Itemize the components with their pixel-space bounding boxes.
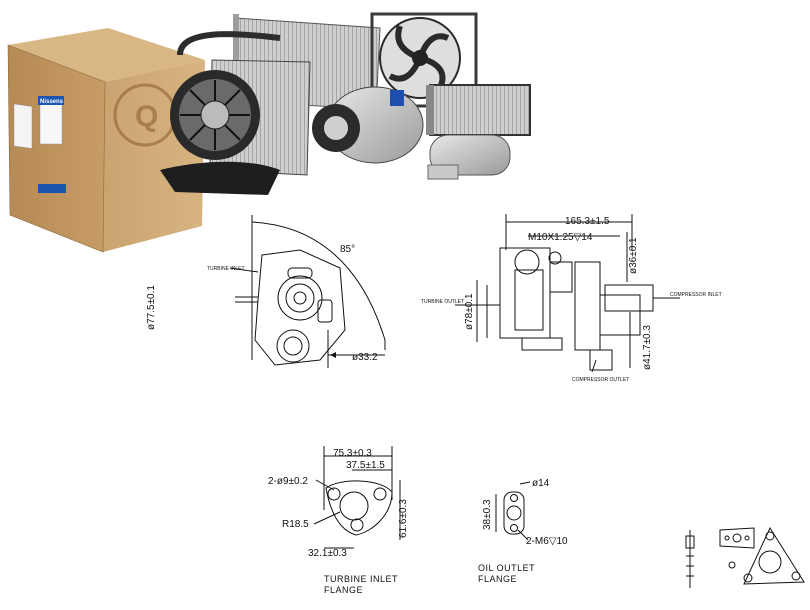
turbine-flange-caption-2: FLANGE xyxy=(324,585,363,595)
svg-text:Q: Q xyxy=(135,100,158,133)
dia-77-label: ø77.5±0.1 xyxy=(146,285,157,330)
oil-outlet-flange-drawing: ø14 38±0.3 2-M6▽10 OIL OUTLET FLANGE xyxy=(478,478,568,584)
oil-flange-caption-2: FLANGE xyxy=(478,574,517,584)
outlet-diameter-label: ø33.2 xyxy=(352,352,378,363)
oil-flange-caption-1: OIL OUTLET xyxy=(478,563,535,573)
turbo-side-view: 165.3±1.5 M10X1.25▽14 ø36±0.1 ø78±0.1 ø7… xyxy=(146,214,722,383)
dia-41-label: ø41.7±0.3 xyxy=(642,325,653,370)
ac-compressor-image xyxy=(312,86,424,164)
compressor-inlet-label: COMPRESSOR INLET xyxy=(670,292,722,298)
svg-text:Nissens: Nissens xyxy=(40,99,64,105)
oil-thread-label: 2-M6▽10 xyxy=(526,536,568,547)
flange-61-label: 61.6±0.3 xyxy=(398,499,409,538)
thread-label: M10X1.25▽14 xyxy=(528,232,593,243)
gasket-kit-drawing xyxy=(685,526,805,588)
cooling-fan-image xyxy=(370,12,478,108)
oil-38-label: 38±0.3 xyxy=(482,499,493,530)
flange-75-label: 75.3±0.3 xyxy=(333,448,372,459)
compressor-outlet-label: COMPRESSOR OUTLET xyxy=(572,377,629,383)
turbine-inlet-flange-drawing: 75.3±0.3 37.5±1.5 2-ø9±0.2 R18.5 61.6±0.… xyxy=(268,446,409,595)
receiver-drier-image xyxy=(427,134,511,180)
flange-holes-label: 2-ø9±0.2 xyxy=(268,476,308,487)
turbine-outlet-label: TURBINE OUTLET xyxy=(421,299,464,305)
turbine-inlet-label: TURBINE INLET xyxy=(207,266,245,272)
flange-radius-label: R18.5 xyxy=(282,519,309,530)
turbo-main-view: 85° ø33.2 TURBINE INLET xyxy=(207,215,386,368)
blower-motor-image xyxy=(160,70,280,195)
flange-37-label: 37.5±1.5 xyxy=(346,460,385,471)
ac-hose-image xyxy=(177,31,281,56)
overall-length-label: 165.3±1.5 xyxy=(565,216,610,227)
oil-dia-label: ø14 xyxy=(532,478,550,489)
dia-36-label: ø36±0.1 xyxy=(628,237,639,274)
dia-78-label: ø78±0.1 xyxy=(464,293,475,330)
flange-32-label: 32.1±0.3 xyxy=(308,548,347,559)
heater-core-image xyxy=(426,84,531,136)
turbine-flange-caption-1: TURBINE INLET xyxy=(324,574,398,584)
nissens-logo: Nissens xyxy=(38,96,66,193)
angle-label: 85° xyxy=(340,244,355,255)
cardboard-box: Nissens Q xyxy=(7,28,205,253)
